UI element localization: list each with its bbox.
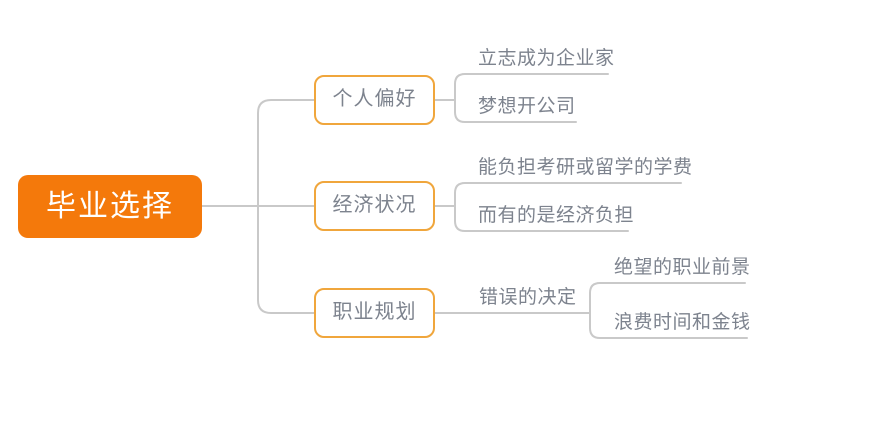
branch-node-career-planning[interactable]: 职业规划 — [314, 288, 435, 338]
root-node-graduation-choice[interactable]: 毕业选择 — [18, 175, 202, 238]
leaf-node-economic-burden[interactable]: 而有的是经济负担 — [478, 205, 635, 226]
leaf-node-dream-open-company[interactable]: 梦想开公司 — [478, 96, 576, 117]
leaf-node-waste-time-money[interactable]: 浪费时间和金钱 — [614, 312, 751, 333]
leaf-node-afford-tuition[interactable]: 能负担考研或留学的学费 — [478, 157, 693, 178]
branch-node-economic-situation[interactable]: 经济状况 — [314, 181, 435, 231]
leaf-node-become-entrepreneur[interactable]: 立志成为企业家 — [478, 48, 615, 69]
leaf-node-hopeless-career-prospect[interactable]: 绝望的职业前景 — [614, 257, 751, 278]
connector-branch2-bracket — [454, 182, 682, 232]
leaf-node-wrong-decision[interactable]: 错误的决定 — [479, 287, 577, 308]
connector-branch3-bracket — [589, 282, 748, 339]
connector-branch1-bracket — [454, 73, 609, 123]
branch-node-personal-preference[interactable]: 个人偏好 — [314, 75, 435, 125]
connector-main-bracket — [257, 99, 315, 314]
